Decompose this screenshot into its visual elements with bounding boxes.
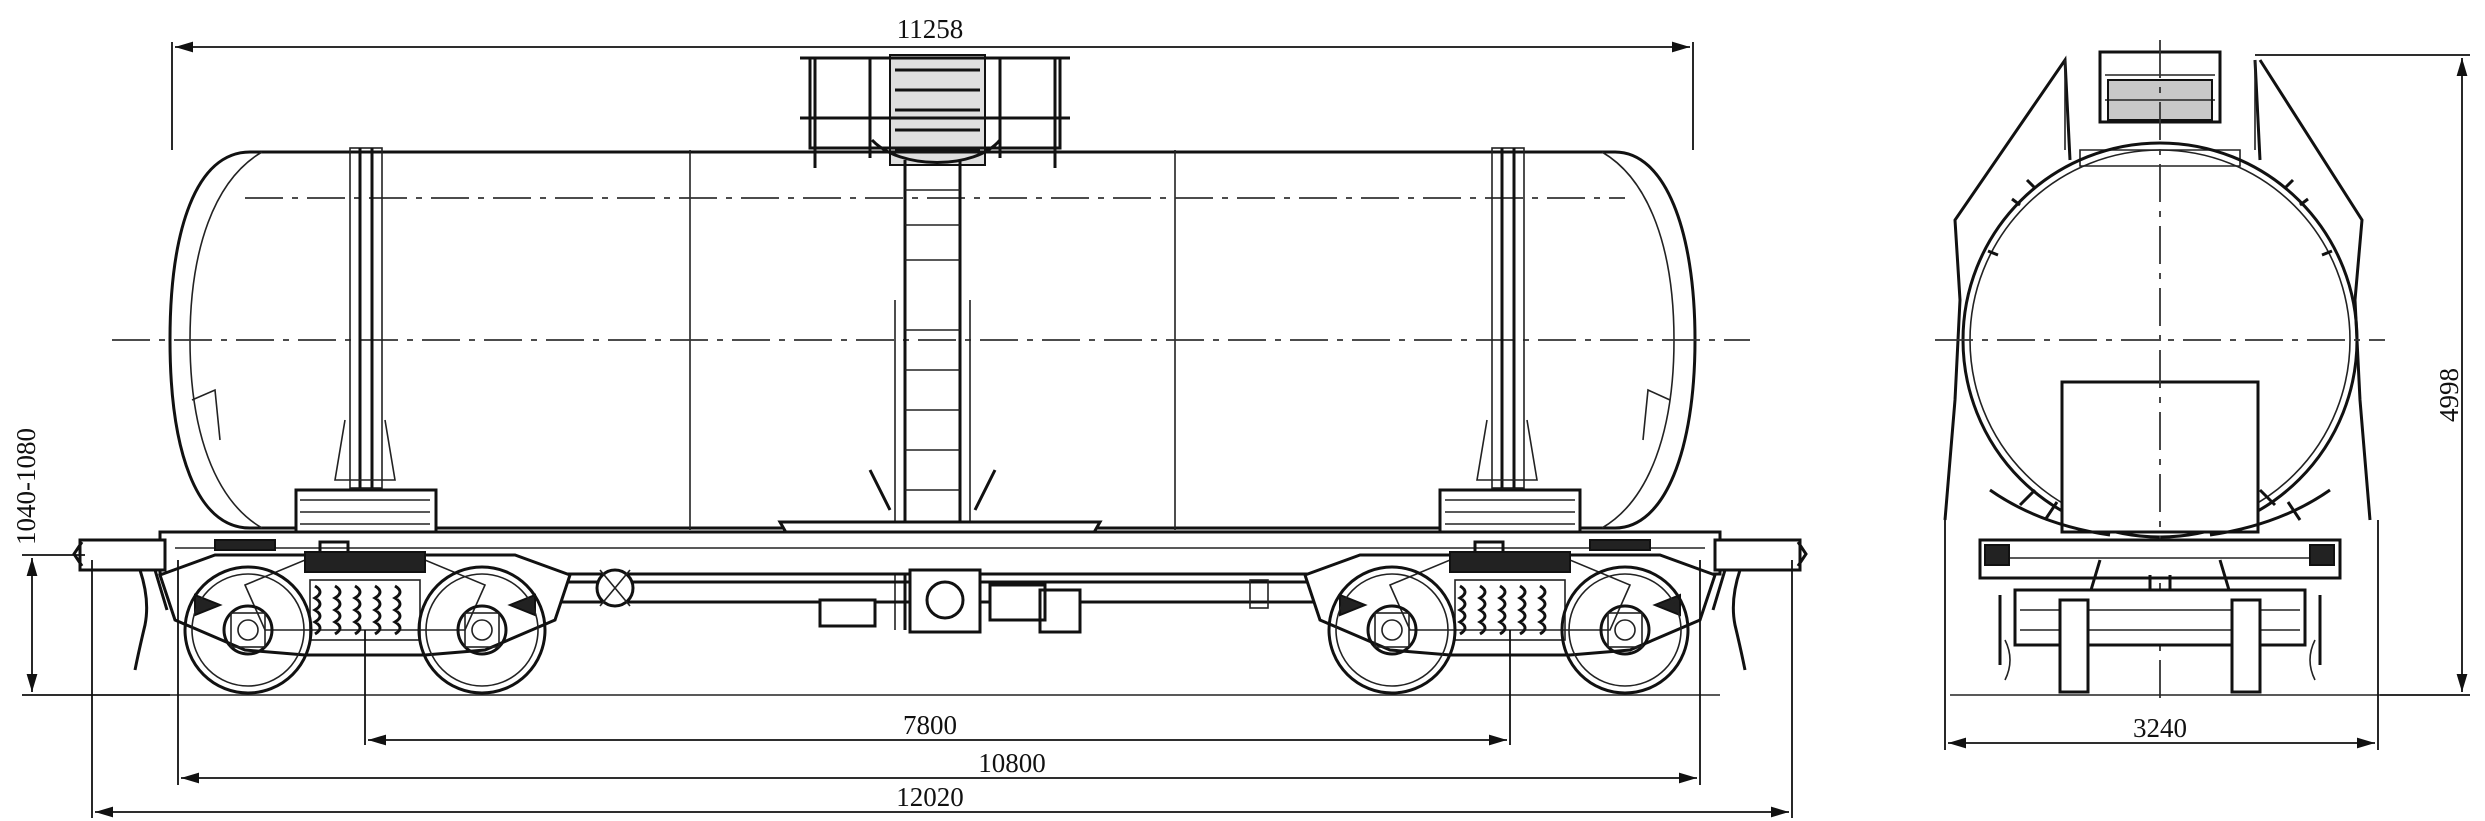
dimension-length-over-couplers: 12020 bbox=[91, 560, 1793, 818]
dome-platform bbox=[800, 54, 1070, 168]
coupler-right bbox=[1711, 538, 1808, 671]
brake-equipment bbox=[595, 568, 1269, 634]
side-view: 11258 7800 10800 12020 1040-1080 bbox=[11, 14, 1808, 818]
dimension-width-label: 3240 bbox=[2133, 713, 2187, 743]
dimension-height-label: 4998 bbox=[2434, 368, 2464, 422]
dimension-coupler-height: 1040-1080 bbox=[11, 428, 170, 696]
dimension-width: 3240 bbox=[1944, 520, 2379, 750]
dimension-length-over-couplers-label: 12020 bbox=[896, 782, 964, 812]
dimension-coupler-height-label: 1040-1080 bbox=[11, 428, 41, 545]
dimension-bogie-pivot-distance-label: 7800 bbox=[903, 710, 957, 740]
end-view: 3240 4998 bbox=[1935, 40, 2470, 750]
coupler-left bbox=[72, 538, 169, 671]
dimension-total-length: 11258 bbox=[171, 14, 1694, 150]
dimension-bogie-pivot-distance: 7800 bbox=[364, 630, 1511, 746]
tank-barrel bbox=[168, 150, 1697, 530]
dimension-total-length-label: 11258 bbox=[897, 14, 964, 44]
end-view-underframe bbox=[1978, 538, 2342, 580]
dimension-base-length-label: 10800 bbox=[978, 748, 1046, 778]
dimension-height: 4998 bbox=[2255, 54, 2470, 696]
end-view-bogie bbox=[1998, 588, 2322, 694]
tie-strap-right bbox=[1438, 147, 1582, 534]
dimension-base-length: 10800 bbox=[177, 560, 1701, 785]
